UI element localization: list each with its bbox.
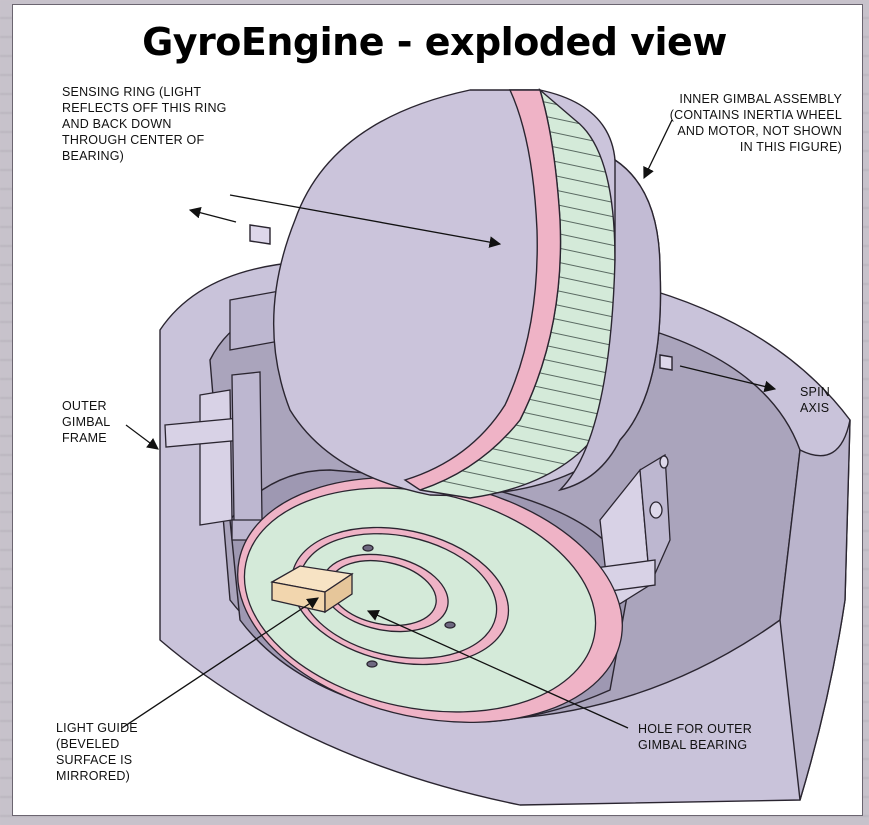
label-line: IN THIS FIGURE) xyxy=(620,139,842,155)
label-line: FRAME xyxy=(62,430,110,446)
label-outer-gimbal-frame: OUTER GIMBAL FRAME xyxy=(62,398,110,446)
figure-title: GyroEngine - exploded view xyxy=(0,20,869,64)
label-line: LIGHT GUIDE xyxy=(56,720,138,736)
inner-gimbal-sphere xyxy=(250,90,672,498)
label-line: THROUGH CENTER OF xyxy=(62,132,227,148)
label-line: INNER GIMBAL ASSEMBLY xyxy=(620,91,842,107)
label-line: SENSING RING (LIGHT xyxy=(62,84,227,100)
label-light-guide: LIGHT GUIDE (BEVELED SURFACE IS MIRRORED… xyxy=(56,720,138,784)
label-line: AND BACK DOWN xyxy=(62,116,227,132)
label-line: AXIS xyxy=(800,400,830,416)
label-line: REFLECTS OFF THIS RING xyxy=(62,100,227,116)
label-line: HOLE FOR OUTER xyxy=(638,721,752,737)
label-line: GIMBAL xyxy=(62,414,110,430)
label-spin-axis: SPIN AXIS xyxy=(800,384,830,416)
label-hole-outer-gimbal-bearing: HOLE FOR OUTER GIMBAL BEARING xyxy=(638,721,752,753)
label-line: MIRRORED) xyxy=(56,768,138,784)
label-line: SPIN xyxy=(800,384,830,400)
label-line: GIMBAL BEARING xyxy=(638,737,752,753)
label-line: SURFACE IS xyxy=(56,752,138,768)
label-line: OUTER xyxy=(62,398,110,414)
label-line: AND MOTOR, NOT SHOWN xyxy=(620,123,842,139)
label-sensing-ring: SENSING RING (LIGHT REFLECTS OFF THIS RI… xyxy=(62,84,227,164)
label-inner-gimbal: INNER GIMBAL ASSEMBLY (CONTAINS INERTIA … xyxy=(620,91,842,155)
label-line: BEARING) xyxy=(62,148,227,164)
label-line: (BEVELED xyxy=(56,736,138,752)
label-line: (CONTAINS INERTIA WHEEL xyxy=(620,107,842,123)
